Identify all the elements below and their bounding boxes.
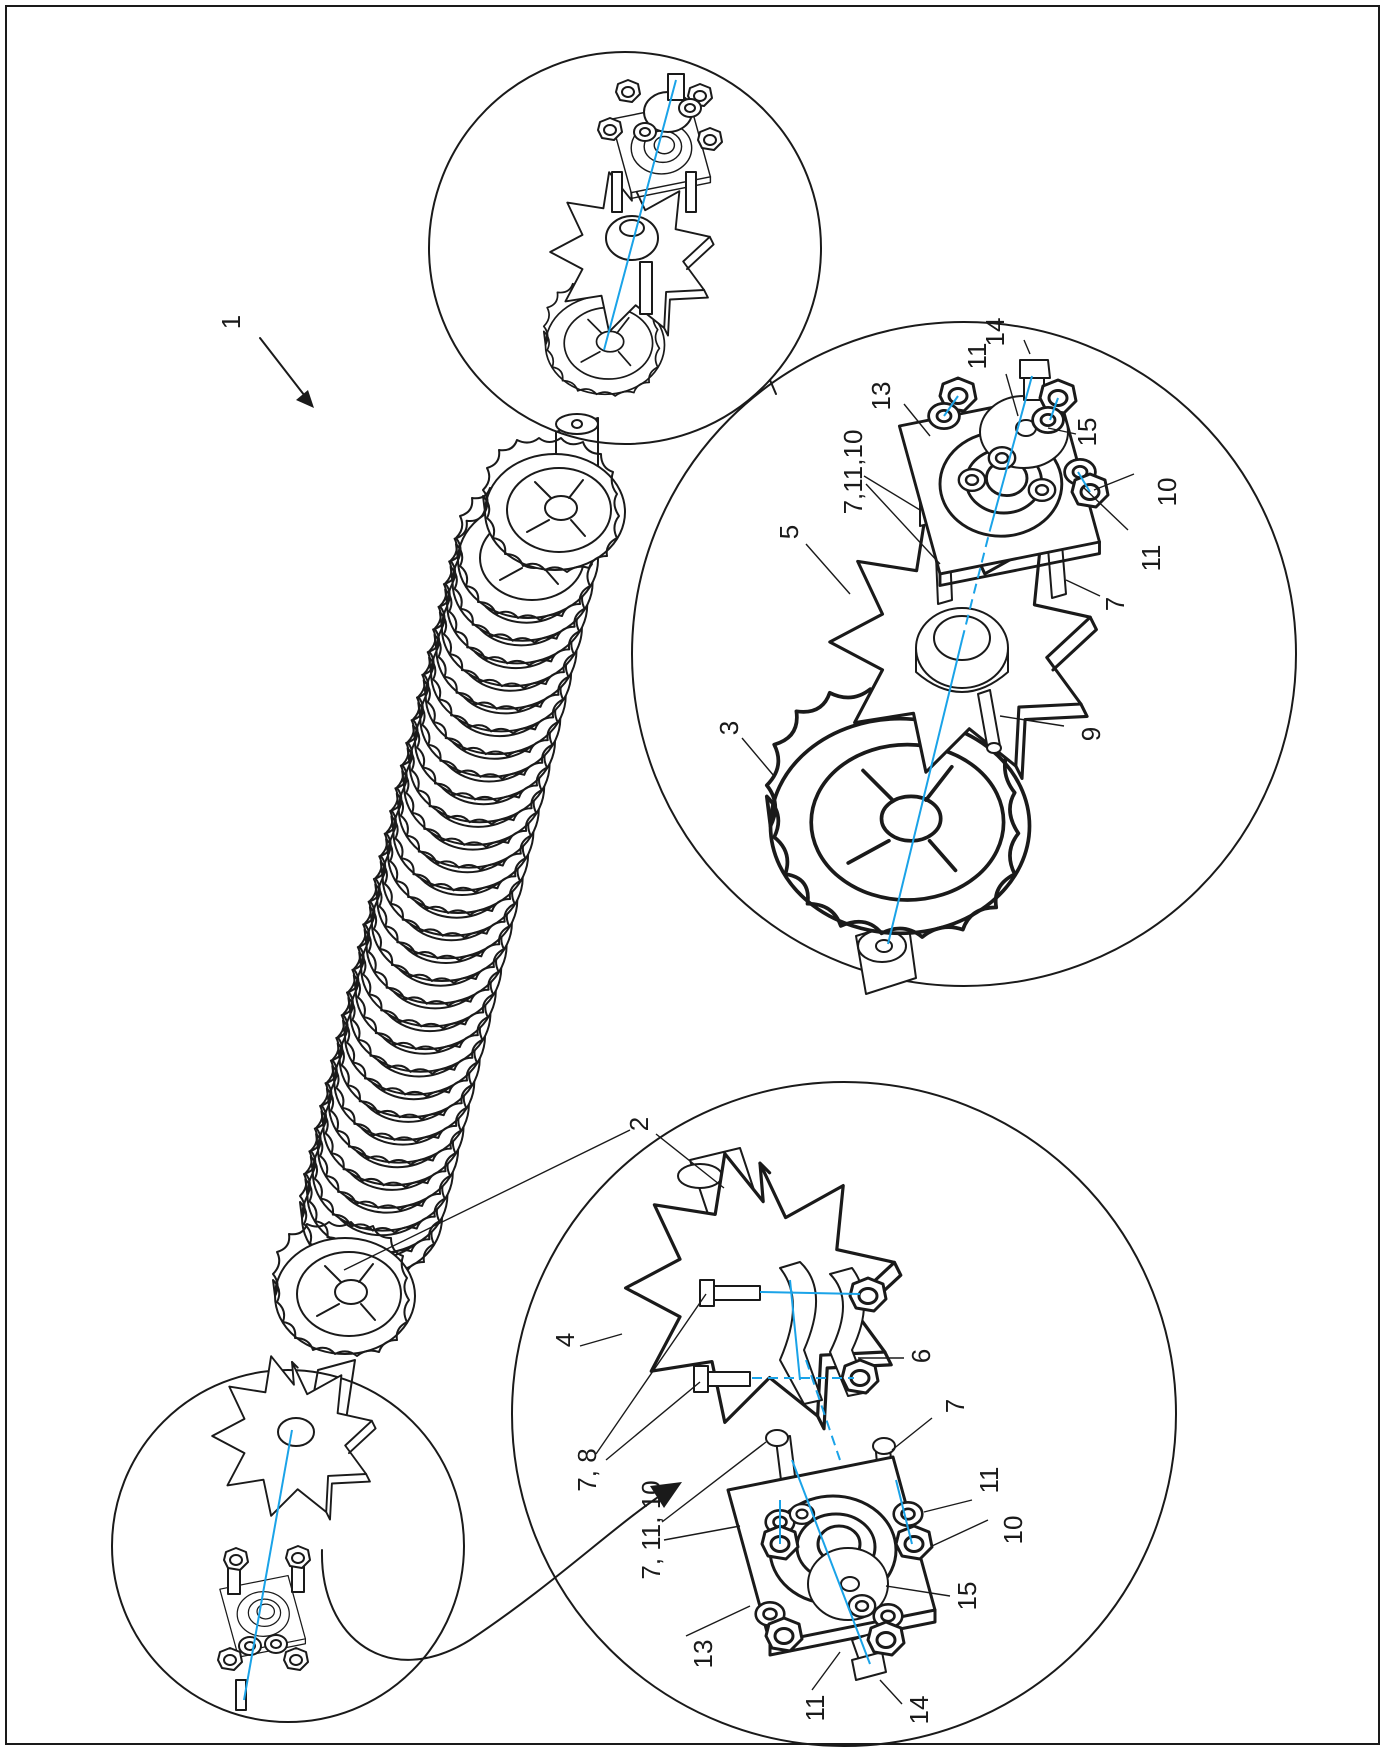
- detail-circle-right: [631, 321, 1297, 995]
- detail-circle-bottom-left: [111, 1355, 465, 1723]
- leader-lines: [343, 339, 1135, 1705]
- label-2: 2: [624, 1117, 654, 1131]
- roller-assembly: [272, 413, 626, 1471]
- label-9: 9: [1076, 727, 1106, 741]
- label-10-bottom: 10: [998, 1516, 1028, 1545]
- label-15-top: 15: [1072, 418, 1102, 447]
- label-11-right: 11: [1136, 545, 1166, 572]
- zoom-arrow: [320, 1482, 682, 1661]
- detail-circle-top: [428, 51, 822, 445]
- label-7-11-10-bottom: 7, 11, 10: [636, 1480, 666, 1579]
- label-7-bottom: 7: [940, 1399, 970, 1413]
- page-border: [5, 5, 1380, 1745]
- label-11-bottom-right: 11: [974, 1467, 1004, 1494]
- label-14-top: 14: [980, 318, 1010, 347]
- connector-line-top: [769, 379, 777, 395]
- label-15-bottom: 15: [952, 1582, 982, 1611]
- top-end-wheel: [482, 437, 626, 573]
- label-6: 6: [906, 1349, 936, 1363]
- label-3: 3: [714, 721, 744, 735]
- label-11-top: 11: [962, 343, 992, 370]
- label-7-11-10-top: 7,11,10: [838, 430, 868, 515]
- label-5: 5: [774, 525, 804, 539]
- part-labels: 1 2 3 4 5 6 7 7 7, 8 7,11,10 7, 11, 10 9…: [216, 315, 1182, 1725]
- label-10-top: 10: [1152, 478, 1182, 507]
- detail-circle-bottom: [511, 1081, 1177, 1747]
- label-7-right: 7: [1100, 597, 1130, 611]
- disc-stack: [299, 485, 599, 1279]
- label-4: 4: [550, 1333, 580, 1347]
- label-14-bottom: 14: [904, 1696, 934, 1725]
- label-13-top: 13: [866, 382, 896, 411]
- label-7-8: 7, 8: [572, 1448, 602, 1491]
- label-1: 1: [216, 315, 246, 329]
- label-13-bottom: 13: [688, 1640, 718, 1669]
- assembly-arrow: [259, 337, 314, 408]
- label-11-bottom: 11: [800, 1695, 830, 1722]
